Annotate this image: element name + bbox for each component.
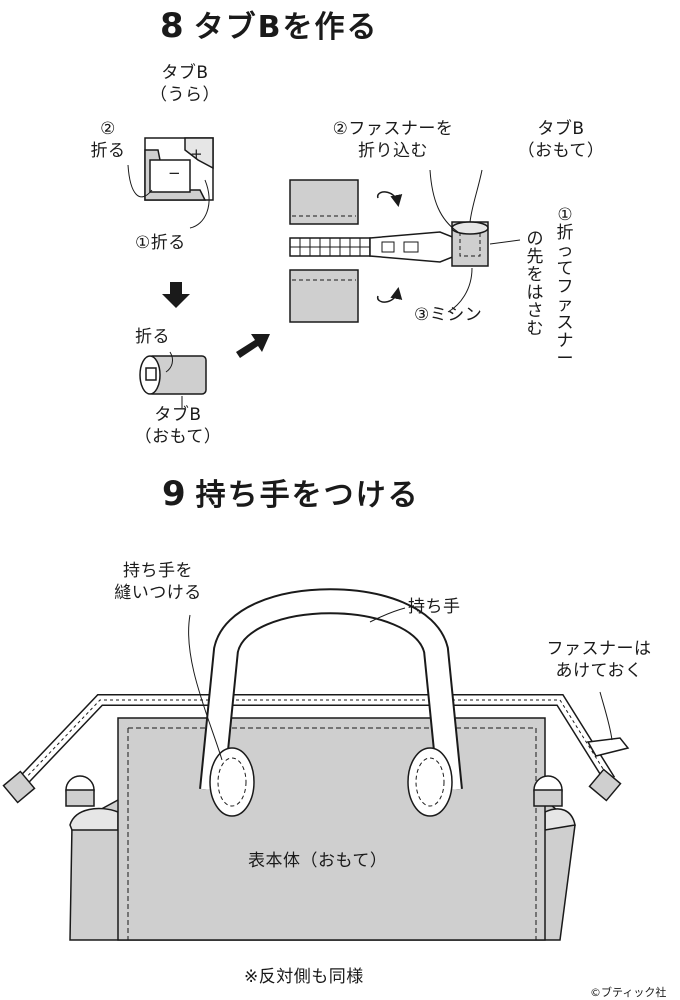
zipper-fold-in-line2: 折り込む — [358, 141, 428, 161]
sew-handle-line1: 持ち手を — [123, 561, 193, 581]
plus-sign: + — [190, 145, 204, 163]
tab-b-front-bottom-label: タブB （おもて） — [128, 404, 228, 448]
tab-b-front-right-label: タブB （おもて） — [506, 118, 616, 162]
zipper-open-label: ファスナーは あけておく — [534, 638, 664, 682]
down-arrow-icon — [162, 282, 190, 308]
fold-2-line1: ② — [100, 119, 116, 139]
fold-label: 折る — [135, 327, 170, 347]
zipper-open-line2: あけておく — [555, 661, 643, 681]
tab-b-front-right-line1: タブB — [537, 119, 585, 139]
fold-2-line2: 折る — [90, 141, 126, 161]
zipper-open-line1: ファスナーは — [546, 639, 652, 659]
tab-b-back-line1: タブB — [161, 63, 209, 83]
step8-number: 8 — [160, 6, 186, 46]
step9-number: 9 — [162, 474, 188, 514]
zipper-fold-in-label: ②ファスナーを 折り込む — [318, 118, 468, 162]
tab-b-back-line2: （うら） — [150, 85, 220, 105]
handle-label: 持ち手 — [408, 597, 461, 617]
zipper-fold-in-line1: ②ファスナーを — [332, 119, 454, 139]
tab-b-front-bottom-line1: タブB — [154, 405, 202, 425]
step9-title: 持ち手をつける — [195, 478, 420, 513]
tab-b-back-label: タブB （うら） — [140, 62, 230, 106]
rolled-tab-illustration — [139, 355, 207, 395]
copyright-text: ©ブティック社 — [590, 986, 667, 999]
tab-b-back-illustration — [144, 137, 214, 201]
sew-handle-label: 持ち手を 縫いつける — [98, 560, 218, 604]
note-text: ※反対側も同様 — [244, 967, 364, 987]
minus-sign: − — [168, 164, 182, 182]
fold-1-label: ①折る — [135, 233, 186, 253]
tab-b-front-bottom-line2: （おもて） — [134, 427, 222, 447]
sew-label: ③ミシン — [414, 305, 483, 325]
bag-illustration — [2, 588, 630, 941]
outer-body-label: 表本体（おもて） — [248, 851, 388, 871]
vertical-label-col1: ①折ってファスナー — [556, 205, 574, 369]
fold-2-label: ② 折る — [88, 118, 128, 162]
step8-title: タブBを作る — [193, 10, 379, 45]
diagonal-arrow-icon — [236, 334, 270, 358]
vertical-label-col2: の先をはさむ — [526, 229, 544, 339]
tab-b-front-right-line2: （おもて） — [517, 141, 605, 161]
sew-handle-line2: 縫いつける — [114, 583, 202, 603]
